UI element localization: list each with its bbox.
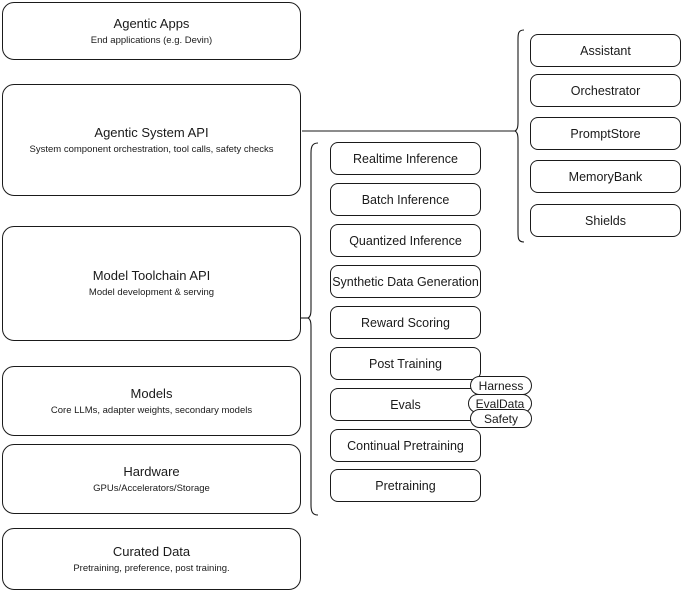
- toolchain-component-evals[interactable]: Evals: [330, 388, 481, 421]
- toolchain-component-post-training[interactable]: Post Training: [330, 347, 481, 380]
- toolchain-component-label: Continual Pretraining: [347, 438, 464, 453]
- eval-subcomponent-label: EvalData: [475, 396, 525, 411]
- stack-layer-subtitle: Pretraining, preference, post training.: [73, 562, 230, 574]
- stack-layer-subtitle: System component orchestration, tool cal…: [29, 143, 274, 155]
- stack-layer-curated-data[interactable]: Curated Data Pretraining, preference, po…: [2, 528, 301, 590]
- agentic-system-component-label: Shields: [585, 213, 626, 228]
- brace-toolchain-components: [306, 142, 319, 516]
- eval-subcomponent-safety[interactable]: Safety: [470, 409, 532, 428]
- stack-layer-hardware[interactable]: Hardware GPUs/Accelerators/Storage: [2, 444, 301, 514]
- toolchain-component-label: Synthetic Data Generation: [332, 274, 479, 289]
- brace-agentic-system-components: [513, 29, 525, 243]
- toolchain-component-realtime-inference[interactable]: Realtime Inference: [330, 142, 481, 175]
- toolchain-component-quantized-inference[interactable]: Quantized Inference: [330, 224, 481, 257]
- agentic-system-component-orchestrator[interactable]: Orchestrator: [530, 74, 681, 107]
- toolchain-component-label: Realtime Inference: [353, 151, 458, 166]
- agentic-system-component-label: Orchestrator: [570, 83, 641, 98]
- toolchain-component-batch-inference[interactable]: Batch Inference: [330, 183, 481, 216]
- stack-layer-title: Model Toolchain API: [92, 268, 211, 283]
- stack-layer-title: Agentic Apps: [113, 15, 190, 31]
- eval-subcomponent-label: Harness: [478, 378, 524, 393]
- agentic-system-component-assistant[interactable]: Assistant: [530, 34, 681, 67]
- eval-subcomponent-label: Safety: [483, 411, 519, 426]
- toolchain-component-reward-scoring[interactable]: Reward Scoring: [330, 306, 481, 339]
- stack-layer-agentic-system-api[interactable]: Agentic System API System component orch…: [2, 84, 301, 196]
- stack-layer-models[interactable]: Models Core LLMs, adapter weights, secon…: [2, 366, 301, 436]
- agentic-system-component-shields[interactable]: Shields: [530, 204, 681, 237]
- toolchain-component-pretraining[interactable]: Pretraining: [330, 469, 481, 502]
- agentic-system-component-label: PromptStore: [570, 126, 641, 141]
- eval-subcomponent-harness[interactable]: Harness: [470, 376, 532, 395]
- stack-layer-subtitle: GPUs/Accelerators/Storage: [93, 482, 210, 494]
- stack-layer-subtitle: End applications (e.g. Devin): [90, 34, 213, 46]
- toolchain-component-label: Batch Inference: [361, 192, 450, 207]
- stack-layer-title: Agentic System API: [94, 124, 209, 140]
- toolchain-component-continual-pretraining[interactable]: Continual Pretraining: [330, 429, 481, 462]
- stack-layer-title: Hardware: [123, 463, 180, 479]
- toolchain-component-label: Pretraining: [375, 478, 436, 493]
- stack-layer-title: Models: [130, 385, 173, 401]
- stack-layer-title: Curated Data: [112, 543, 191, 559]
- toolchain-component-synthetic-data-generation[interactable]: Synthetic Data Generation: [330, 265, 481, 298]
- agentic-system-component-promptstore[interactable]: PromptStore: [530, 117, 681, 150]
- toolchain-component-label: Quantized Inference: [349, 233, 462, 248]
- agentic-system-component-label: Assistant: [580, 43, 631, 58]
- stack-layer-model-toolchain-api[interactable]: Model Toolchain API Model development & …: [2, 226, 301, 341]
- toolchain-component-label: Evals: [390, 397, 421, 412]
- toolchain-component-label: Post Training: [369, 356, 442, 371]
- stack-layer-subtitle: Model development & serving: [88, 287, 215, 298]
- stack-layer-agentic-apps[interactable]: Agentic Apps End applications (e.g. Devi…: [2, 2, 301, 60]
- agentic-system-component-memorybank[interactable]: MemoryBank: [530, 160, 681, 193]
- stack-layer-subtitle: Core LLMs, adapter weights, secondary mo…: [50, 404, 253, 416]
- toolchain-component-label: Reward Scoring: [361, 315, 450, 330]
- agentic-system-component-label: MemoryBank: [568, 169, 643, 184]
